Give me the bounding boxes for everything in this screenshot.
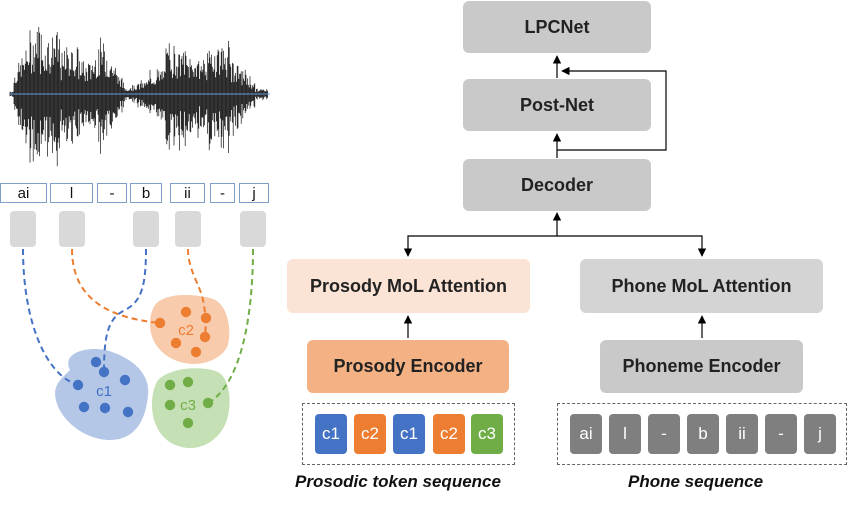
phone-sequence-caption: Phone sequence: [628, 472, 764, 491]
cluster-c1-point: [119, 374, 131, 386]
prosody-attention-block: Prosody MoL Attention: [287, 259, 530, 313]
segment-ii: ii: [170, 183, 205, 203]
prosodic-token: c2: [433, 414, 465, 454]
segment-slot-b: [133, 211, 159, 247]
cluster-c3-point: [182, 376, 194, 388]
segment-ai: ai: [0, 183, 47, 203]
link-ii-c2: [187, 248, 207, 338]
phoneme-encoder-block: Phoneme Encoder: [600, 340, 803, 393]
cluster-c1-point: [98, 366, 110, 378]
cluster-points: [72, 306, 214, 429]
lpcnet-block: LPCNet: [463, 1, 651, 53]
segment-j: j: [239, 183, 269, 203]
prosodic-token: c2: [354, 414, 386, 454]
link-ai-c1: [22, 248, 79, 386]
cluster-c1-point: [99, 402, 111, 414]
segment-b: b: [130, 183, 162, 203]
cluster-c1-blob: [55, 349, 149, 440]
cluster-c2-label: c2: [178, 322, 194, 339]
phone-token: -: [765, 414, 797, 454]
prosodic-token-frame: [302, 403, 515, 465]
cluster-c2-point: [190, 346, 202, 358]
link-l-c2: [71, 248, 161, 324]
prosodic-token: c1: [393, 414, 425, 454]
cluster-c3-point: [164, 399, 176, 411]
prosody-encoder-block: Prosody Encoder: [307, 340, 509, 393]
phone-token: j: [804, 414, 836, 454]
cluster-c3-label: c3: [180, 397, 196, 414]
cluster-c1-label: c1: [96, 383, 112, 400]
cluster-c1-point: [122, 406, 134, 418]
cluster-c2-point: [170, 337, 182, 349]
phone-token: ai: [570, 414, 602, 454]
prosodic-token: c3: [471, 414, 503, 454]
segment-slot-ii: [175, 211, 201, 247]
waveform-trace: [9, 27, 268, 167]
phone-token: ii: [726, 414, 758, 454]
cluster-c2-point: [154, 317, 166, 329]
arrow-postnet-residual: [557, 66, 667, 151]
cluster-c1-point: [90, 356, 102, 368]
prosodic-sequence-caption: Prosodic token sequence: [295, 472, 501, 491]
cluster-c3-point: [164, 379, 176, 391]
segment-dash-2: -: [210, 183, 235, 203]
speech-waveform: [9, 27, 270, 167]
segment-slot-l: [59, 211, 85, 247]
phone-token: -: [648, 414, 680, 454]
cluster-c1-point: [78, 401, 90, 413]
phone-attention-block: Phone MoL Attention: [580, 259, 823, 313]
phone-token: b: [687, 414, 719, 454]
segment-dash-1: -: [97, 183, 127, 203]
arrow-to-phone-attention: [557, 235, 707, 257]
decoder-block: Decoder: [463, 159, 651, 211]
cluster-c2-blob: [150, 294, 230, 365]
arrow-to-prosody-attention: [403, 235, 557, 257]
segment-slot-ai: [10, 211, 36, 247]
link-j-c3: [207, 248, 254, 404]
phone-token: l: [609, 414, 641, 454]
prosodic-token: c1: [315, 414, 347, 454]
cluster-c3-point: [182, 417, 194, 429]
postnet-block: Post-Net: [463, 79, 651, 131]
segment-slot-j: [240, 211, 266, 247]
cluster-c3-point: [202, 397, 214, 409]
cluster-c2-point: [180, 306, 192, 318]
segment-l: l: [50, 183, 93, 203]
